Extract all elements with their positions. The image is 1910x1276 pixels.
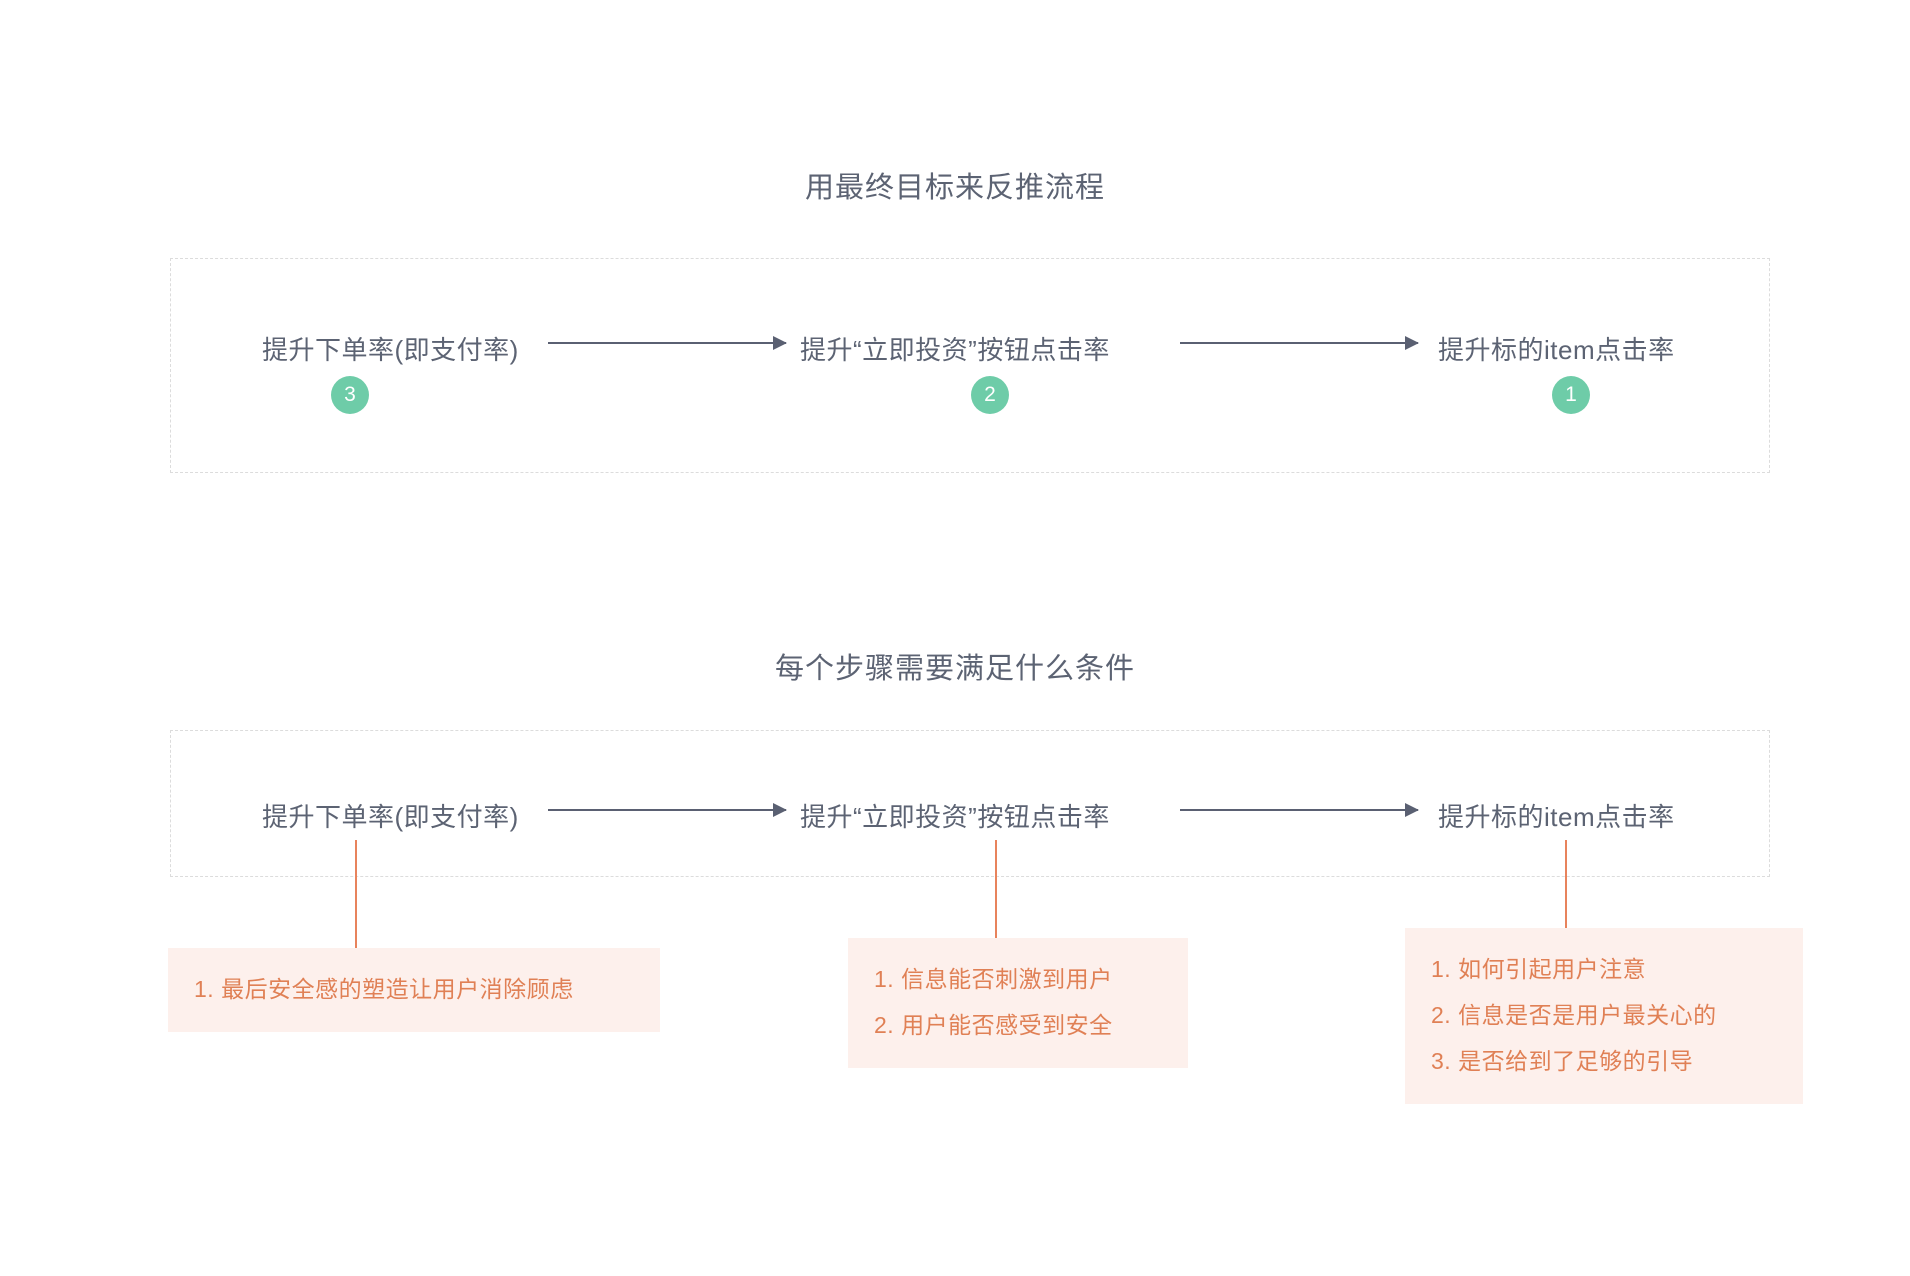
note-line: 2. 信息是否是用户最关心的 [1431, 1002, 1717, 1028]
note-line: 3. 是否给到了足够的引导 [1431, 1048, 1694, 1074]
flow-node-order-rate-2: 提升下单率(即支付率) [262, 802, 519, 832]
note-line: 1. 如何引起用户注意 [1431, 956, 1647, 982]
step-badge-3: 3 [331, 376, 369, 414]
flow-node-order-rate: 提升下单率(即支付率) [262, 335, 519, 365]
step-badge-2: 2 [971, 376, 1009, 414]
note-line: 1. 最后安全感的塑造让用户消除顾虑 [194, 976, 574, 1002]
flow-container-bottom [170, 730, 1770, 877]
section-title-goal-flow: 用最终目标来反推流程 [804, 172, 1105, 204]
flow-container-top [170, 258, 1770, 473]
flow-node-invest-button-rate: 提升“立即投资”按钮点击率 [800, 335, 1110, 365]
flow-node-item-click-rate: 提升标的item点击率 [1438, 335, 1675, 365]
arrow-order-to-button-2 [548, 803, 787, 817]
condition-note-box-3: 1. 如何引起用户注意 2. 信息是否是用户最关心的 3. 是否给到了足够的引导 [1405, 928, 1803, 1104]
step-badge-1: 1 [1552, 376, 1590, 414]
note-line: 2. 用户能否感受到安全 [874, 1012, 1113, 1038]
condition-note-box-1: 1. 最后安全感的塑造让用户消除顾虑 [168, 948, 660, 1032]
flow-node-item-click-rate-2: 提升标的item点击率 [1438, 802, 1675, 832]
connector-line-2 [995, 840, 997, 940]
note-line: 1. 信息能否刺激到用户 [874, 966, 1113, 992]
section-title-conditions: 每个步骤需要满足什么条件 [774, 653, 1135, 685]
flow-node-invest-button-rate-2: 提升“立即投资”按钮点击率 [800, 802, 1110, 832]
connector-line-3 [1565, 840, 1567, 928]
arrow-button-to-item-2 [1180, 803, 1419, 817]
arrow-order-to-button [548, 336, 787, 350]
arrow-button-to-item [1180, 336, 1419, 350]
connector-line-1 [355, 840, 357, 955]
condition-note-box-2: 1. 信息能否刺激到用户 2. 用户能否感受到安全 [848, 938, 1188, 1068]
